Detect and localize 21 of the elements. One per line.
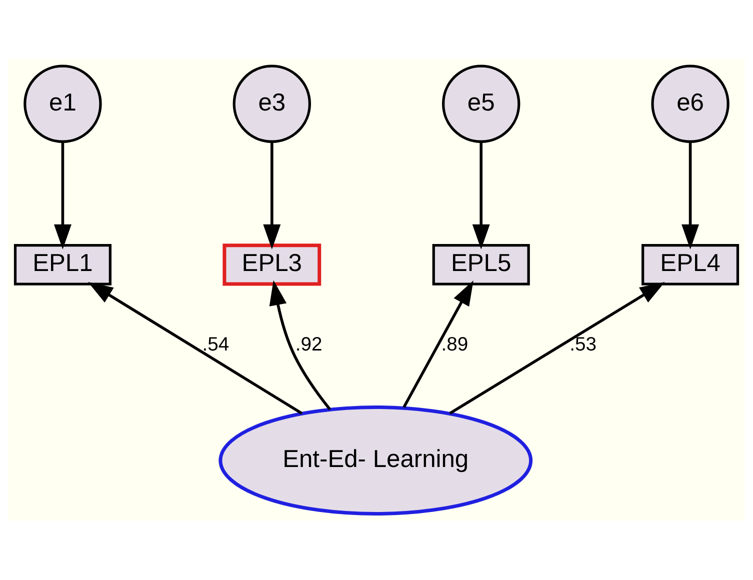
arrow	[402, 280, 474, 408]
node-circle: e6	[651, 64, 730, 143]
node-box: EPL4	[642, 244, 740, 286]
node-box: EPL1	[14, 244, 112, 286]
arrow	[682, 142, 700, 250]
node-box: EPL3	[222, 244, 322, 286]
arrow	[449, 282, 665, 415]
edge-label: .92	[295, 334, 322, 356]
edge-label: .53	[570, 334, 596, 356]
arrow	[269, 280, 332, 410]
node-circle: e1	[24, 64, 102, 143]
node-circle: e3	[232, 64, 312, 143]
node-ellipse: Ent-Ed- Learning	[218, 405, 533, 516]
arrow	[88, 282, 302, 415]
node-circle: e5	[442, 64, 520, 143]
arrow	[263, 142, 281, 250]
edge-label: .54	[202, 334, 230, 356]
arrow	[472, 142, 490, 250]
arrow	[54, 142, 72, 250]
node-box: EPL5	[432, 244, 530, 286]
edge-label: .89	[441, 334, 468, 356]
